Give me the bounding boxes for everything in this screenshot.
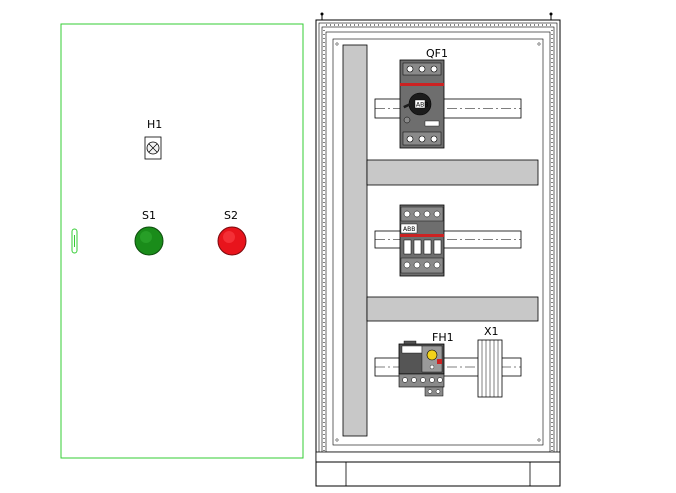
indicator-label: H1 <box>147 118 162 131</box>
green-button-highlight <box>140 231 152 243</box>
overload-relay <box>398 340 445 397</box>
circuit-breaker: ABB <box>399 59 445 149</box>
horizontal-cable-duct-upper <box>366 159 539 186</box>
door-handle <box>71 228 78 254</box>
terminal-block <box>477 339 503 398</box>
vertical-cable-duct <box>342 44 368 437</box>
red-button-label: S2 <box>224 209 238 222</box>
overload-setting-dial[interactable] <box>426 349 438 361</box>
door-outline <box>60 23 304 459</box>
green-button-label: S1 <box>142 209 156 222</box>
breaker-brand: ABB <box>416 102 428 109</box>
contactor-brand: ABB <box>403 226 415 233</box>
breaker-label: QF1 <box>426 47 448 60</box>
door-panel: H1 S1 S2 <box>60 23 304 459</box>
mounting-plate <box>332 38 544 446</box>
cabinet-plinth <box>315 451 561 487</box>
horizontal-cable-duct-lower <box>366 296 539 322</box>
cabinet: QF1 ABB <box>315 12 561 487</box>
overload-relay-label: FH1 <box>432 331 454 344</box>
red-button-highlight <box>223 231 235 243</box>
terminal-block-label: X1 <box>484 325 499 338</box>
contactor: ABB <box>399 204 445 277</box>
din-rail-2 <box>374 230 522 249</box>
din-rail-1 <box>374 98 522 119</box>
indicator-lamp <box>144 136 162 160</box>
